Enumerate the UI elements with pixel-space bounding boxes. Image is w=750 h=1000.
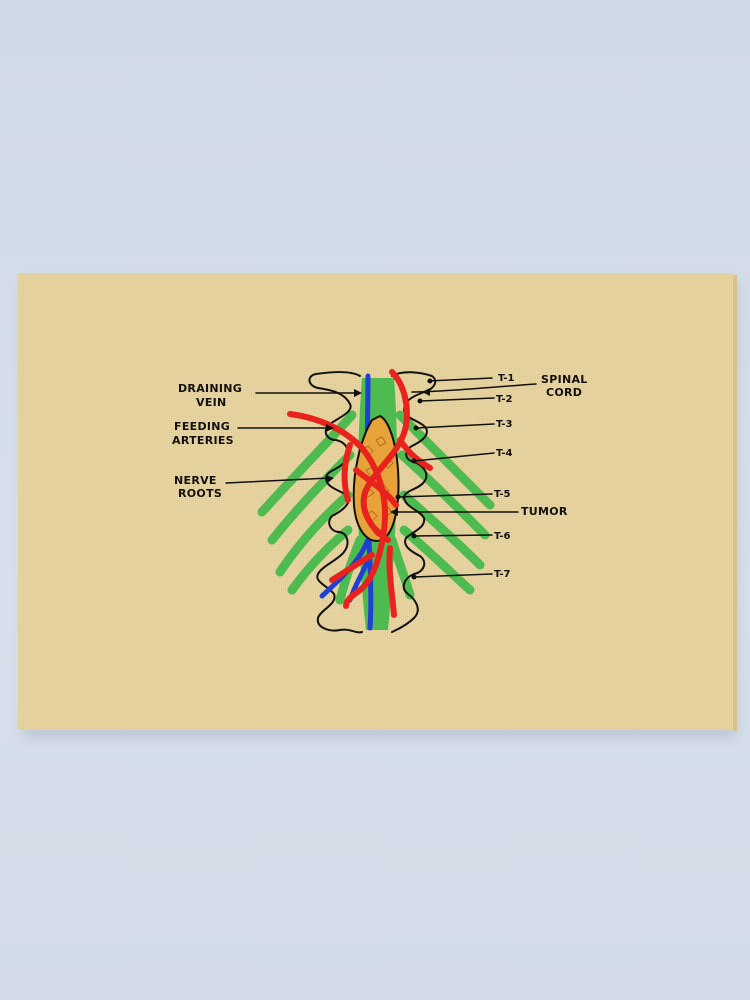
- label-cord: CORD: [546, 386, 582, 399]
- label-roots: ROOTS: [178, 487, 222, 500]
- vertebra-label-t6: T-6: [494, 531, 511, 542]
- label-tumor: TUMOR: [521, 505, 568, 518]
- label-vein: VEIN: [196, 396, 227, 409]
- label-spinal: SPINAL: [541, 373, 588, 386]
- canvas-side-edge: [733, 275, 737, 731]
- vertebra-label-t1: T-1: [498, 373, 515, 384]
- leader-arrowheads: [326, 378, 433, 580]
- label-nerve: NERVE: [174, 474, 217, 487]
- label-feeding: FEEDING: [174, 420, 230, 433]
- canvas-print: [18, 273, 733, 730]
- vertebra-label-t5: T-5: [494, 489, 511, 500]
- feeding-arteries: [287, 369, 433, 618]
- vertebra-label-t7: T-7: [494, 569, 511, 580]
- vertebra-label-t3: T-3: [496, 419, 513, 430]
- label-draining: DRAINING: [178, 382, 242, 395]
- vertebra-label-t2: T-2: [496, 394, 513, 405]
- label-arteries: ARTERIES: [172, 434, 234, 447]
- vertebra-label-t4: T-4: [496, 448, 513, 459]
- leader-lines: [225, 377, 537, 578]
